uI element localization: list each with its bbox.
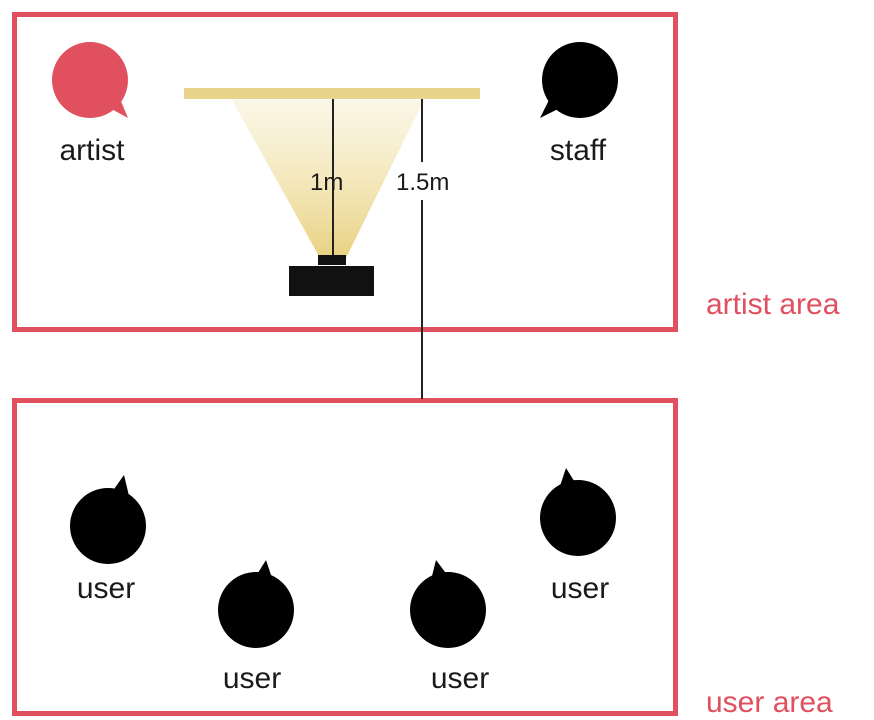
user-speech-bubble-icon-3 [410, 560, 486, 648]
device-top [318, 255, 346, 265]
artist-speech-bubble-icon [52, 42, 128, 118]
staff-speech-bubble-icon [540, 42, 618, 118]
user-speech-bubble-icon-2 [218, 560, 294, 648]
user-speech-bubble-icon-4 [540, 468, 616, 556]
light-bar [184, 88, 480, 99]
user-speech-bubble-icon-1 [70, 475, 146, 564]
user-area-label: user area [706, 686, 833, 719]
user-label-2: user [222, 662, 282, 695]
inner-distance-label: 1m [310, 169, 344, 196]
outer-distance-label: 1.5m [396, 169, 450, 196]
user-label-3: user [430, 662, 490, 695]
device-body [289, 266, 374, 296]
user-label-4: user [550, 572, 610, 605]
user-area-box [12, 398, 678, 716]
light-beam [232, 100, 424, 258]
artist-area-box [12, 12, 678, 332]
artist-label: artist [59, 134, 125, 167]
user-label-1: user [76, 572, 136, 605]
staff-label: staff [549, 134, 607, 167]
artist-area-label: artist area [706, 288, 840, 321]
